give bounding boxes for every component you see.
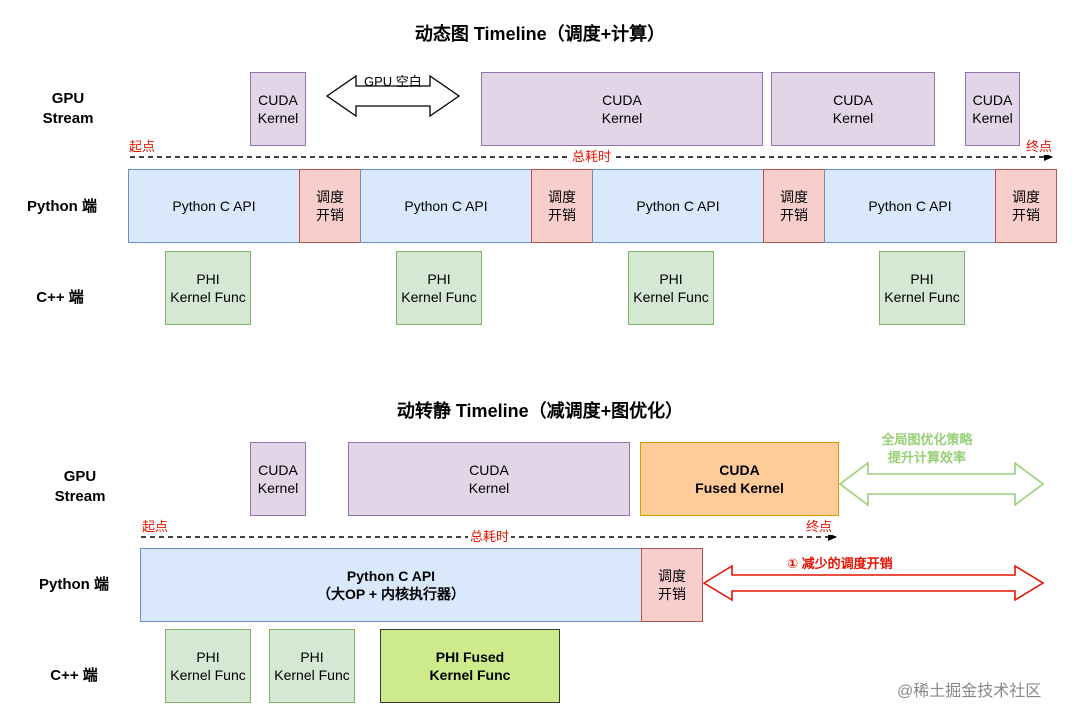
top-python-c-api: Python C API [824,169,996,243]
top-cuda-kernel: CUDA Kernel [250,72,306,146]
top-gpu-stream-label: GPU Stream [42,90,94,127]
top-phi-kernel-func: PHI Kernel Func [879,251,965,325]
watermark: @稀土掘金技术社区 [897,683,1042,700]
top-phi-kernel-func: PHI Kernel Func [396,251,482,325]
top-cpp-label: C++ 端 [36,289,84,306]
bottom-python-c-api: Python C API （大OP + 内核执行器） [140,548,642,622]
bottom-cuda-kernel: CUDA Kernel [348,442,630,516]
bottom-python-label: Python 端 [39,576,109,593]
top-gpu-gap-arrow [325,74,461,118]
top-cuda-kernel: CUDA Kernel [481,72,763,146]
bottom-red-double-arrow [702,564,1045,602]
bottom-green-double-arrow [838,461,1045,507]
bottom-cpp-label: C++ 端 [50,667,98,684]
top-phi-kernel-func: PHI Kernel Func [628,251,714,325]
bottom-title: 动转静 Timeline（减调度+图优化） [396,401,684,421]
top-python-c-api: Python C API [360,169,532,243]
top-start-tag: 起点 [129,139,156,155]
top-sched-overhead: 调度 开销 [995,169,1057,243]
bottom-reduced-sched-note: ① 减少的调度开销 [787,556,893,571]
top-gpu-gap-label: GPU 空白 [364,74,422,89]
bottom-cuda-kernel: CUDA Kernel [250,442,306,516]
bottom-phi-kernel-func: PHI Kernel Func [269,629,355,703]
top-python-c-api: Python C API [128,169,300,243]
top-phi-kernel-func: PHI Kernel Func [165,251,251,325]
top-python-c-api: Python C API [592,169,764,243]
top-cuda-kernel: CUDA Kernel [965,72,1020,146]
bottom-cuda-fused-kernel: CUDA Fused Kernel [640,442,839,516]
top-sched-overhead: 调度 开销 [531,169,593,243]
top-cuda-kernel: CUDA Kernel [771,72,935,146]
top-python-label: Python 端 [27,198,97,215]
top-sched-overhead: 调度 开销 [299,169,361,243]
top-end-tag: 终点 [1026,139,1053,155]
bottom-sched-overhead: 调度 开销 [641,548,703,622]
bottom-start-tag: 起点 [142,519,169,535]
bottom-gpu-stream-label: GPU Stream [54,468,106,505]
top-sched-overhead: 调度 开销 [763,169,825,243]
top-title: 动态图 Timeline（调度+计算） [414,24,666,44]
top-total-tag: 总耗时 [570,149,614,165]
bottom-end-tag: 终点 [806,519,833,535]
bottom-global-graph-opt-note: 全局图优化策略 提升计算效率 [881,432,973,465]
bottom-phi-kernel-func: PHI Kernel Func [165,629,251,703]
bottom-phi-fused-kernel-func: PHI Fused Kernel Func [380,629,560,703]
bottom-total-tag: 总耗时 [468,529,512,545]
